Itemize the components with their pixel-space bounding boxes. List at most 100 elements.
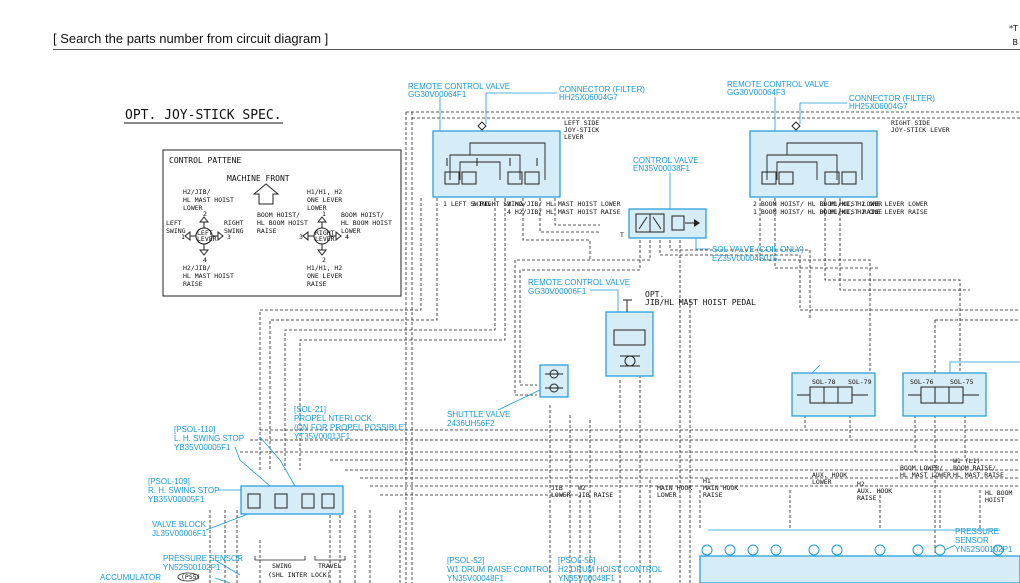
right-joystick-text-1: RIGHT SIDE [891, 119, 930, 127]
pattern-boom-left-2: HL BOOM HOIST [257, 219, 308, 227]
callout-control-valve-part: EN35V00038F1 [633, 164, 690, 173]
callout-control-valve-name: CONTROL VALVE [633, 156, 699, 165]
callout-sol-valve-part: EZ35V00004S015 [712, 254, 778, 263]
label-jib-raise: JIB RAISE [578, 491, 613, 499]
left-joystick-text-1: LEFT SIDE [564, 119, 599, 127]
label-travel: TRAVEL [318, 562, 342, 570]
callout-psol52-name: W1 DRUM RAISE CONTROL [447, 565, 553, 574]
right-joystick-text-2: JOY-STICK LEVER [891, 126, 950, 134]
pattern-right-n1: 1 [322, 210, 326, 218]
right-lever-cross-icon: RIGHT LEVER [302, 216, 342, 256]
page-header-title: [ Search the parts number from circuit d… [53, 31, 329, 46]
label-jib-lower-2: LOWER [551, 491, 571, 499]
pattern-left-n4: 4 [203, 256, 207, 264]
sol-76-label: SOL-76 [910, 378, 934, 386]
callout-rcv-pedal-name: REMOTE CONTROL VALVE [528, 278, 630, 287]
corner-text-bottom: B [1012, 38, 1019, 47]
pedal-text-opt: OPT. [645, 290, 664, 299]
label-main-hook-lower-2: LOWER [657, 491, 677, 499]
callout-sol21-part: YT35V00013F1 [294, 432, 351, 441]
callout-psol109-part: YB35V00005F1 [148, 495, 205, 504]
pattern-right-bottom-1: H1/H1, H2 [307, 264, 342, 272]
label-boom-lower-1: BOOM LOWER/ [900, 464, 943, 472]
pattern-boom-right-1: BOOM HOIST/ [341, 211, 384, 219]
control-valve [628, 208, 707, 239]
callout-psol56-id: [PSOL-56] [558, 556, 595, 565]
callout-leader-lines [205, 92, 1020, 583]
callout-sol21-name: PROPEL NTERLOCK [294, 414, 373, 423]
control-valve-port-t: T [620, 231, 624, 239]
label-ps5: (PS5) [181, 573, 201, 581]
label-aux-hook-lower-1: AUX. HOOK [812, 471, 847, 479]
callout-rcv-right-part: GG30V00064F3 [727, 88, 786, 97]
label-shl-interlock: (SHL INTER LOCK) [268, 571, 331, 579]
callout-psol56-part: YN35V00048F1 [558, 574, 615, 583]
callout-pressure-left-part: YN52S00102P1 [163, 563, 221, 572]
pattern-left-n3: 3 [227, 233, 231, 241]
pattern-right-top-2: ONE LEVER [307, 196, 342, 204]
callout-psol52-id: [PSOL-52] [447, 556, 484, 565]
pattern-left-n2: 2 [203, 210, 207, 218]
pattern-right-top-3: LOWER [307, 204, 327, 212]
pattern-left-top-1: H2/JIB/ [183, 188, 210, 196]
callout-rcv-pedal-part: GG30V00006F1 [528, 287, 587, 296]
label-main-hook-raise-2: RAISE [703, 491, 723, 499]
callout-psol110-id: [PSOL-110] [174, 425, 215, 434]
label-boom-raise-2: HL MAST RAISE [953, 471, 1004, 479]
callout-pressure-right-part: YN52S00102P1 [955, 545, 1013, 554]
pattern-title: CONTROL PATTENE [169, 156, 241, 165]
pattern-boom-right-3: LOWER [341, 227, 361, 235]
callout-sol21-note: (ON FOR PROPEL POSSIBLE) [294, 423, 407, 432]
label-w2: W2 [578, 484, 586, 492]
callout-conn-left-part: HH25X06004G7 [559, 93, 618, 102]
sol-75-label: SOL-75 [950, 378, 974, 386]
right-port-1: 1 BOOM HOIST/ HL BOOM HOIST RAISE [753, 208, 882, 216]
pattern-left-bottom-3: RAISE [183, 280, 203, 288]
left-port-3: 3 RIGHT SWING [472, 200, 523, 208]
pattern-boom-right-2: HL BOOM HOIST [341, 219, 392, 227]
left-port-1: 1 LEFT SWING [443, 200, 490, 208]
left-lever-text-2: LEVER [197, 235, 217, 243]
left-joystick-port-labels: 1 LEFT SWING 3 RIGHT SWING 2 H2/JIB/ HL … [443, 200, 621, 216]
callout-psol52-part: YN35V00048F1 [447, 574, 504, 583]
label-w1: W1 (L1) [953, 457, 980, 465]
shuttle-valve [539, 364, 569, 398]
sol-76-75-valve: SOL-76 SOL-75 [902, 372, 987, 417]
left-joystick-valve [432, 121, 561, 198]
callout-psol110-part: YB35V00005F1 [174, 443, 231, 452]
callout-valve-block-part: JL35V00006F1 [152, 529, 207, 538]
callout-sol-valve-name: SOL VALVE (COIL ONLY) [712, 245, 804, 254]
callout-valve-block-name: VALVE BLOCK [152, 520, 207, 529]
pattern-right-swing-2: SWING [224, 227, 244, 235]
label-boom-raise-1: BOOM RAISE/ [953, 464, 996, 472]
callout-psol109-id: [PSOL-109] [148, 477, 190, 486]
callout-conn-right-name: CONNECTOR (FILTER) [849, 94, 935, 103]
sol-79-label: SOL-79 [848, 378, 872, 386]
pattern-right-top-1: H1/H1, H2 [307, 188, 342, 196]
pattern-left-n1: 1 [181, 233, 185, 241]
label-h2: H2 [857, 480, 865, 488]
callout-rcv-right-name: REMOTE CONTROL VALVE [727, 80, 829, 89]
label-jib-lower-1: JIB [551, 484, 563, 492]
section-title: OPT. JOY-STICK SPEC. [125, 108, 282, 123]
pattern-left-bottom-2: HL MAST HOIST [183, 272, 234, 280]
label-swing: SWING [272, 562, 292, 570]
label-h1: H1 [703, 477, 711, 485]
pattern-right-n4: 4 [345, 233, 349, 241]
right-lever-text-1: RIGHT [315, 229, 335, 237]
callout-pressure-right-name-1: PRESSURE [955, 527, 999, 536]
corner-text-top: *T [1009, 24, 1018, 33]
pilot-lines [209, 111, 1020, 583]
callout-shuttle-part: 2436UH56F2 [447, 419, 495, 428]
callout-psol56-name: H2 DRUM HOIST CONTROL [558, 565, 663, 574]
left-joystick-text-3: LEVER [564, 133, 584, 141]
right-port-4: 4 H1/H1, H2 ONE LEVER RAISE [822, 208, 928, 216]
right-lever-text-2: LEVER [315, 235, 335, 243]
label-main-hook-raise-1: MAIN HOOK [703, 484, 738, 492]
left-port-4: 4 H2/JIB/ HL MAST HOIST RAISE [507, 208, 621, 216]
pattern-left-swing-1: LEFT [166, 219, 182, 227]
left-port-2: 2 H2/JIB/ HL MAST HOIST LOWER [507, 200, 621, 208]
valve-block [240, 485, 344, 515]
callout-psol109-name: R. H. SWING STOP [148, 486, 219, 495]
